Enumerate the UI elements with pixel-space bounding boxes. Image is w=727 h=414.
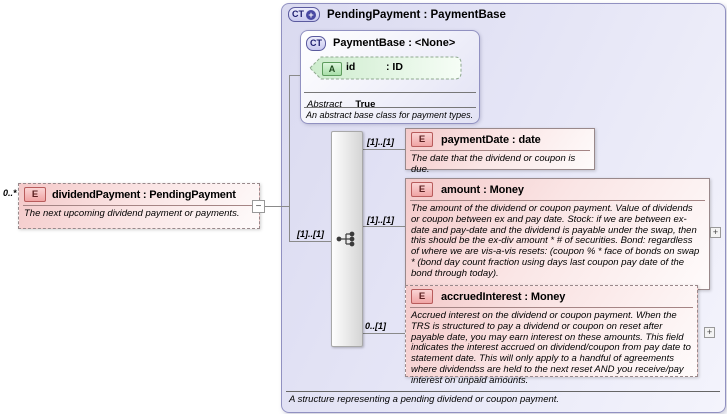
connector-source-line [265,206,289,207]
ct-badge-label: CT [310,38,322,48]
element-header: E accruedInterest : Money [406,286,697,305]
sequence-compositor[interactable] [331,131,363,347]
attribute-tag-shape [309,56,462,80]
multiplicity-paymentdate: [1]..[1] [367,137,394,147]
facet-value: True [355,99,376,110]
complex-type-title: PendingPayment : PaymentBase [327,8,506,21]
derived-plus-icon: + [306,9,316,20]
attribute-type: : ID [386,61,403,73]
element-title: dividendPayment : PendingPayment [52,188,236,201]
element-description: Accrued interest on the dividend or coup… [411,310,691,386]
element-amount[interactable]: E amount : Money The amount of the divid… [405,178,710,290]
connector-amount [361,226,405,227]
expand-button-accruedinterest[interactable]: + [704,327,715,338]
multiplicity-amount: [1]..[1] [367,215,394,225]
connector-to-sequence [289,241,331,242]
connector-vertical-line [289,75,290,242]
element-icon: E [411,289,433,304]
element-divider [410,200,705,201]
base-type-icon: CT [306,36,326,51]
base-type-description: An abstract base class for payment types… [306,110,474,120]
attribute-id[interactable]: A id : ID [308,54,464,82]
attribute-icon: A [322,62,342,76]
complex-type-annotation: A structure representing a pending divid… [289,394,560,405]
base-type-box[interactable]: CT PaymentBase : <None> A id : ID Abstra… [300,30,480,124]
element-description: The next upcoming dividend payment or pa… [24,208,240,219]
element-title: accruedInterest : Money [441,290,566,303]
complex-type-icon: CT + [288,7,320,22]
base-type-title: PaymentBase : <None> [333,37,456,49]
element-divider [410,150,590,151]
connector-paymentdate [361,149,405,150]
footer-divider [286,391,720,392]
element-header: E dividendPayment : PendingPayment [19,184,259,203]
complex-type-header: CT + PendingPayment : PaymentBase [288,7,506,22]
connector-accruedinterest [361,333,405,334]
element-description: The date that the dividend or coupon is … [411,153,576,175]
element-divider [23,205,255,206]
ct-badge-label: CT [292,9,304,19]
element-title: paymentDate : date [441,133,541,146]
connector-base-stub [289,75,300,76]
element-divider [410,307,693,308]
expand-button-amount[interactable]: + [710,227,721,238]
element-icon: E [411,182,433,197]
element-icon: E [411,132,433,147]
facet-divider-bottom [304,107,476,108]
element-icon: E [24,187,46,202]
element-dividendpayment[interactable]: E dividendPayment : PendingPayment The n… [18,183,260,229]
collapse-button-dividendpayment[interactable]: − [252,200,265,213]
element-title: amount : Money [441,183,524,196]
element-accruedinterest[interactable]: E accruedInterest : Money Accrued intere… [405,285,698,386]
element-header: E paymentDate : date [406,129,594,148]
element-paymentdate[interactable]: E paymentDate : date The date that the d… [405,128,595,175]
multiplicity-dividendpayment: 0..* [3,188,17,198]
facet-row: Abstract True [307,94,375,112]
multiplicity-accruedinterest: 0..[1] [365,321,387,331]
element-header: E amount : Money [406,179,709,198]
multiplicity-sequence: [1]..[1] [297,229,324,239]
element-description: The amount of the dividend or coupon pay… [411,203,700,279]
sequence-icon [336,231,355,247]
facet-label: Abstract [307,99,342,110]
attribute-name: id [346,61,356,73]
facet-divider-top [304,92,476,93]
